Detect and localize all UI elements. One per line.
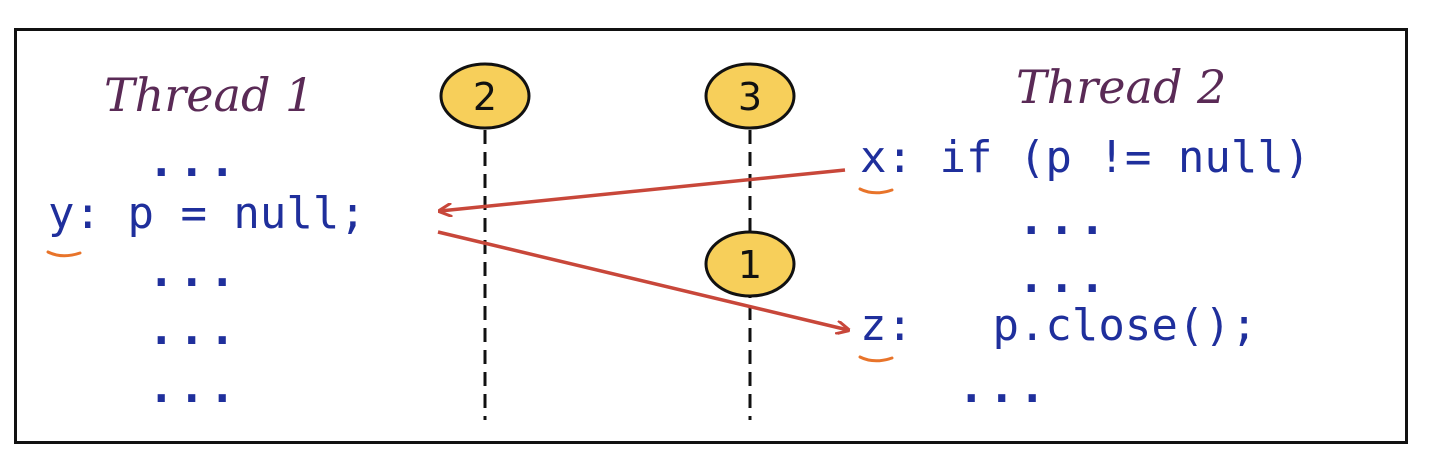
thread2-line-2: ...: [1018, 194, 1110, 245]
arrow-y-to-z: [437, 230, 848, 330]
thread1-line-3: ...: [148, 246, 240, 297]
marker-badge-1: 1: [704, 230, 796, 298]
underline-y: [46, 250, 82, 258]
arrow-x-to-y: [440, 168, 846, 211]
thread2-line-x: x: if (p != null): [860, 132, 1311, 183]
thread1-line-4: ...: [148, 304, 240, 355]
marker-badge-2: 2: [439, 62, 531, 130]
marker-label-2: 2: [473, 75, 497, 119]
thread2-line-z: z: p.close();: [860, 300, 1258, 351]
thread1-line-1: ...: [148, 136, 240, 187]
thread1-line-5: ...: [148, 362, 240, 413]
underline-x: [858, 187, 894, 195]
thread2-line-5: ...: [958, 362, 1050, 413]
thread1-title: Thread 1: [104, 68, 315, 122]
marker-label-3: 3: [738, 75, 762, 119]
thread1-line-y: y: p = null;: [48, 188, 366, 239]
marker-badge-3: 3: [704, 62, 796, 130]
thread2-title: Thread 2: [1016, 60, 1227, 114]
marker-label-1: 1: [738, 243, 762, 287]
thread2-line-3: ...: [1018, 252, 1110, 303]
underline-z: [858, 355, 894, 363]
